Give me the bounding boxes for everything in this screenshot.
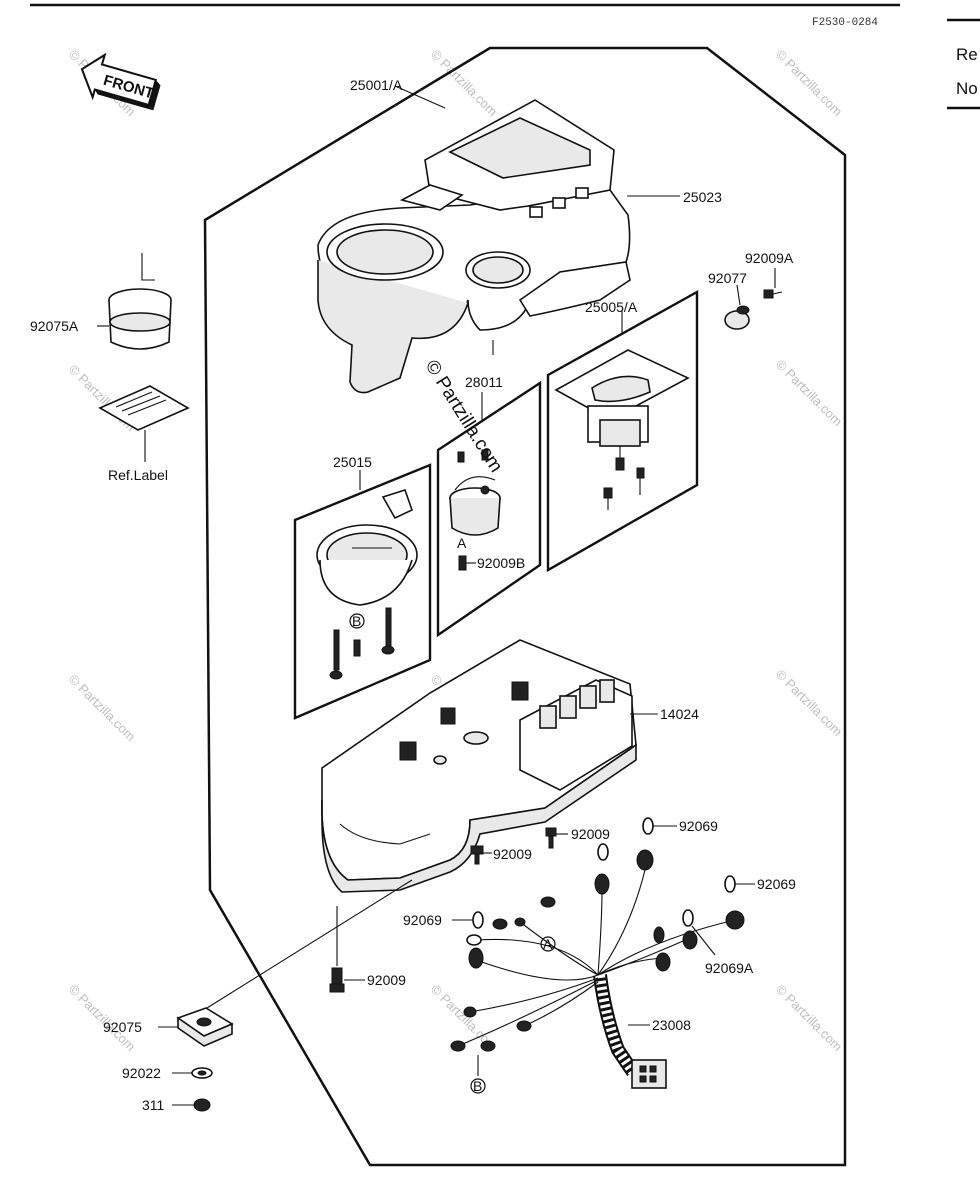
callout-92069-c: 92069 [403,912,442,928]
ring-92075A [108,253,172,350]
box-25005A [546,289,699,573]
callout-92009A: 92009A [745,250,794,266]
screw-92009-a [470,845,492,865]
callout-25001A: 25001/A [350,77,403,93]
callout-92009-a: 92009 [493,846,532,862]
washer-92022 [172,1067,213,1079]
callout-311: 311 [142,1097,165,1113]
side-note: Re No [956,38,978,106]
mark-a-2: A [543,936,553,952]
watermark-9: © Partzilla.com [66,982,139,1055]
watermark-2: © Partzilla.com [428,47,501,120]
callout-92077: 92077 [708,270,747,286]
watermark-5: © Partzilla.com [773,357,846,430]
indicator-28011 [449,449,501,571]
callout-92069-a: 92069 [679,818,718,834]
callout-92022: 92022 [122,1065,161,1081]
assembly-outline [203,46,847,1167]
ref-label-sheet [98,385,190,462]
callout-25015: 25015 [333,454,372,470]
mark-a-1: A [457,535,467,551]
mark-b-2-ring [470,1078,486,1094]
callout-92009-b: 92009 [571,826,610,842]
nut-311 [172,1098,211,1112]
callout-92069A: 92069A [705,960,754,976]
front-arrow-badge: FRONT [80,52,161,111]
watermark-8: © Partzilla.com [773,667,846,740]
callout-92069-b: 92069 [757,876,796,892]
callout-92009B: 92009B [477,555,525,571]
wire-harness-23008 [450,849,745,1089]
callout-ref-label: Ref.Label [108,467,168,483]
callout-92075: 92075 [103,1019,142,1035]
bush-92077 [724,284,750,330]
watermark-11: © Partzilla.com [773,982,846,1055]
callout-92075A: 92075A [30,318,79,334]
mark-b-1-ring [349,613,365,629]
upper-cover-25023 [317,99,631,394]
watermark-6: © Partzilla.com [66,672,139,745]
lower-case-14024 [321,639,637,893]
side-note-line2: No [956,79,978,98]
mark-a-2-ring [540,936,556,952]
box-28011 [436,380,542,638]
drawing-code: F2530-0284 [812,17,878,29]
mark-b-1: B [352,613,361,629]
screw-92009-c [329,906,365,993]
callout-92009-c: 92009 [367,972,406,988]
callout-28011: 28011 [465,374,503,390]
screw-92009A [763,268,783,299]
box-25015 [293,463,432,720]
callout-23008: 23008 [652,1017,691,1033]
callout-25005A: 25005/A [585,299,638,315]
callout-14024: 14024 [660,706,699,722]
side-note-line1: Re [956,45,978,64]
screw-92009-b [545,827,568,849]
speedometer-25015 [316,489,418,680]
callout-25023: 25023 [683,189,722,205]
bracket-92075 [176,879,413,1047]
mark-b-2: B [473,1078,482,1094]
fuel-gauge-25005A [554,349,690,510]
